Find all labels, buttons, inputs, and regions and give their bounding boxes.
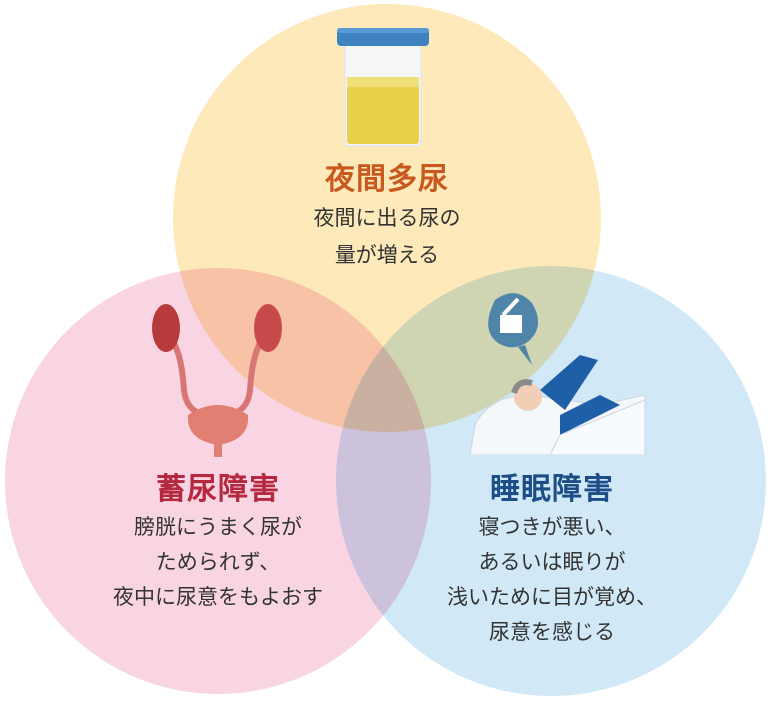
urine-cup-icon	[337, 28, 429, 147]
circle-sleep-disorder	[336, 266, 766, 696]
sleeping-man-toilet-thought-icon	[470, 293, 646, 455]
description-line: ためられず、	[155, 550, 281, 574]
sleep-disorder-label: 睡眠障害 寝つきが悪い、 あるいは眠りが 浅いために目が覚め、 尿意を感じる	[402, 470, 702, 650]
description-line: 夜中に尿意をもよおす	[113, 585, 323, 609]
title-sleep-disorder: 睡眠障害	[490, 472, 614, 507]
description-line: 膀胱にうまく尿が	[134, 515, 302, 539]
title-storage-disorder: 蓄尿障害	[156, 472, 280, 507]
description-line: 尿意を感じる	[489, 620, 615, 644]
description-line: 寝つきが悪い、	[478, 515, 626, 539]
nocturnal-polyuria-label: 夜間多尿 夜間に出る尿の 量が増える	[237, 160, 537, 274]
kidney-bladder-icon	[152, 304, 282, 457]
description-line: あるいは眠りが	[478, 550, 626, 574]
storage-disorder-label: 蓄尿障害 膀胱にうまく尿が ためられず、 夜中に尿意をもよおす	[68, 470, 368, 615]
description-line: 浅いために目が覚め、	[447, 585, 657, 609]
description-line: 量が増える	[334, 243, 440, 267]
description-line: 夜間に出る尿の	[313, 206, 461, 230]
title-nocturnal-polyuria: 夜間多尿	[325, 162, 449, 197]
